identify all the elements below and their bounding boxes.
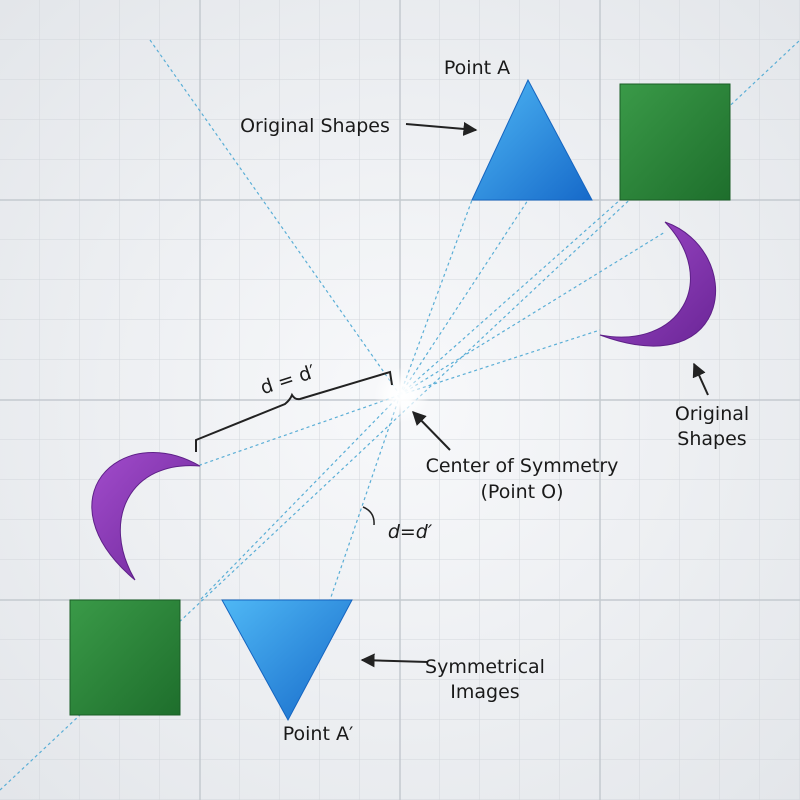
annotation-arrows [360,121,709,668]
symmetrical-images-label-line2: Images [450,681,519,703]
original-shapes-label-right-line1: Original [675,403,749,425]
distance-arc [362,506,375,526]
distance-small-label: d=d′ [388,521,433,543]
original-shapes-label-right-line2: Shapes [677,428,746,450]
center-label-line2: (Point O) [481,481,564,503]
center-label-line1: Center of Symmetry [426,455,619,477]
original-shapes-label-top: Original Shapes [240,115,390,137]
image-square[interactable] [69,599,181,716]
original-triangle[interactable] [471,78,593,201]
distance-brace [195,370,393,452]
symmetrical-images-label-line1: Symmetrical [425,656,545,678]
image-triangle[interactable] [221,599,353,722]
point-a-label: Point A [444,57,510,79]
image-moon[interactable] [91,452,201,581]
point-a-prime-label: Point A′ [283,723,354,745]
center-of-symmetry-point [374,367,430,423]
original-moon[interactable] [599,221,717,347]
original-square[interactable] [619,83,731,201]
